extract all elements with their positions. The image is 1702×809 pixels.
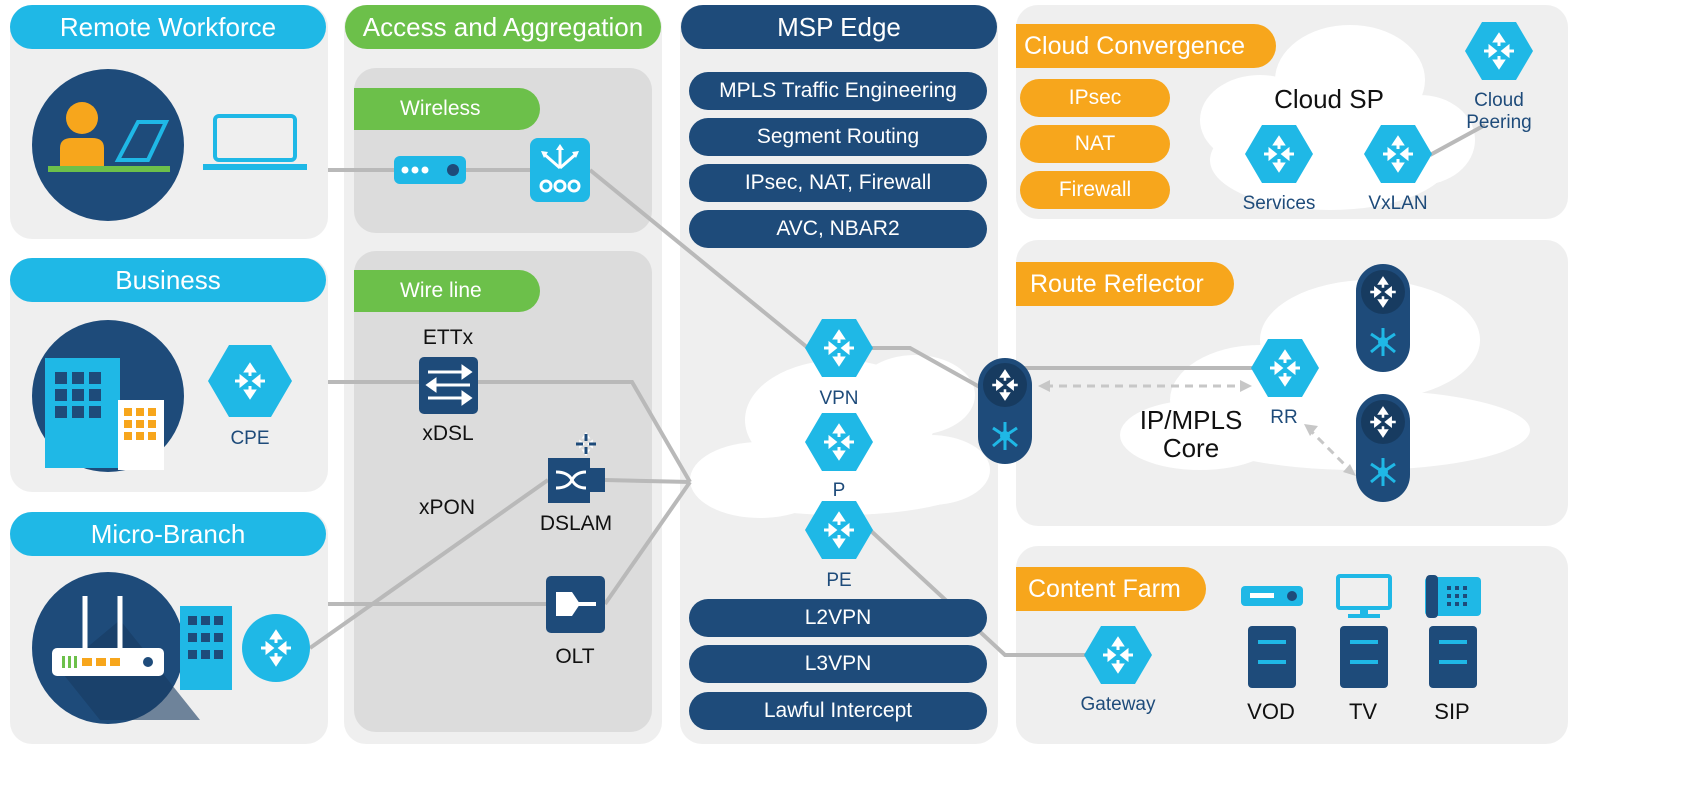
msp-feature-l2vpn: L2VPN: [689, 599, 987, 637]
vod-label: VOD: [1247, 699, 1295, 724]
ip-mpls-core-label: IP/MPLS Core: [1139, 405, 1243, 463]
cpe-label: CPE: [230, 428, 270, 449]
monitor-icon: [1336, 574, 1392, 618]
vpn-label: VPN: [819, 388, 859, 409]
set-top-box-icon: [1241, 586, 1303, 606]
tv-server-icon: [1340, 626, 1388, 688]
xdsl-label: xDSL: [422, 422, 474, 445]
micro-branch-header: Micro-Branch: [10, 512, 326, 556]
phone-icon: [1425, 575, 1481, 618]
cloud-feature-nat: NAT: [1020, 125, 1170, 163]
msp-feature-lawful-intercept: Lawful Intercept: [689, 692, 987, 730]
remote-workforce-header: Remote Workforce: [10, 5, 326, 49]
wireline-tab: Wire line: [354, 270, 540, 312]
wireless-controller-icon: [530, 138, 590, 202]
cloud-peering-label: Cloud Peering: [1466, 90, 1532, 133]
branch-building-icon: [180, 606, 232, 690]
cpe-router-icon: [208, 345, 292, 417]
branch-router-icon: [242, 614, 310, 682]
p-label: P: [832, 480, 846, 501]
cloud-peering-router-icon: [1465, 22, 1533, 80]
access-point-icon: [394, 156, 466, 184]
vod-server-icon: [1248, 626, 1296, 688]
business-header: Business: [10, 258, 326, 302]
laptop-icon: [203, 114, 307, 170]
sip-label: SIP: [1434, 699, 1470, 724]
cloud-convergence-tab: Cloud Convergence: [1016, 24, 1276, 68]
msp-feature-l3vpn: L3VPN: [689, 645, 987, 683]
rr-router-icon: [1251, 339, 1319, 397]
sip-server-icon: [1429, 626, 1477, 688]
msp-feature-ipsec-nat-fw: IPsec, NAT, Firewall: [689, 164, 987, 202]
olt-icon: [546, 576, 605, 633]
cloud-sp-label: Cloud SP: [1274, 84, 1384, 114]
person-laptop-icon: [32, 69, 184, 221]
wifi-router-icon: [32, 572, 200, 724]
msp-feature-mpls-te: MPLS Traffic Engineering: [689, 72, 987, 110]
pe-router-icon: [805, 501, 873, 559]
msp-edge-header: MSP Edge: [681, 5, 997, 49]
dslam-icon: [548, 432, 605, 503]
core-router-icon: [978, 358, 1032, 464]
ettx-label: ETTx: [422, 326, 474, 349]
xpon-label: xPON: [418, 496, 476, 519]
core-router-top-icon: [1356, 264, 1410, 372]
route-reflector-tab: Route Reflector: [1016, 262, 1234, 306]
gateway-router-icon: [1084, 626, 1152, 684]
p-router-icon: [805, 413, 873, 471]
gateway-label: Gateway: [1080, 694, 1156, 715]
rr-label: RR: [1270, 407, 1298, 428]
vpn-router-icon: [805, 319, 873, 377]
msp-feature-segment-routing: Segment Routing: [689, 118, 987, 156]
vxlan-router-icon: [1364, 125, 1432, 183]
building-icon: [32, 320, 184, 472]
msp-feature-avc-nbar2: AVC, NBAR2: [689, 210, 987, 248]
tv-label: TV: [1348, 699, 1378, 724]
vxlan-label: VxLAN: [1368, 193, 1428, 214]
ettx-switch-icon: [419, 357, 478, 414]
pe-label: PE: [826, 570, 852, 591]
access-header: Access and Aggregation: [345, 5, 661, 49]
services-label: Services: [1242, 193, 1316, 214]
services-router-icon: [1245, 125, 1313, 183]
olt-label: OLT: [555, 645, 595, 668]
cloud-feature-ipsec: IPsec: [1020, 79, 1170, 117]
core-router-bottom-icon: [1356, 394, 1410, 502]
content-farm-tab: Content Farm: [1016, 567, 1206, 611]
cloud-feature-firewall: Firewall: [1020, 171, 1170, 209]
wireless-tab: Wireless: [354, 88, 540, 130]
dslam-label: DSLAM: [539, 512, 613, 535]
